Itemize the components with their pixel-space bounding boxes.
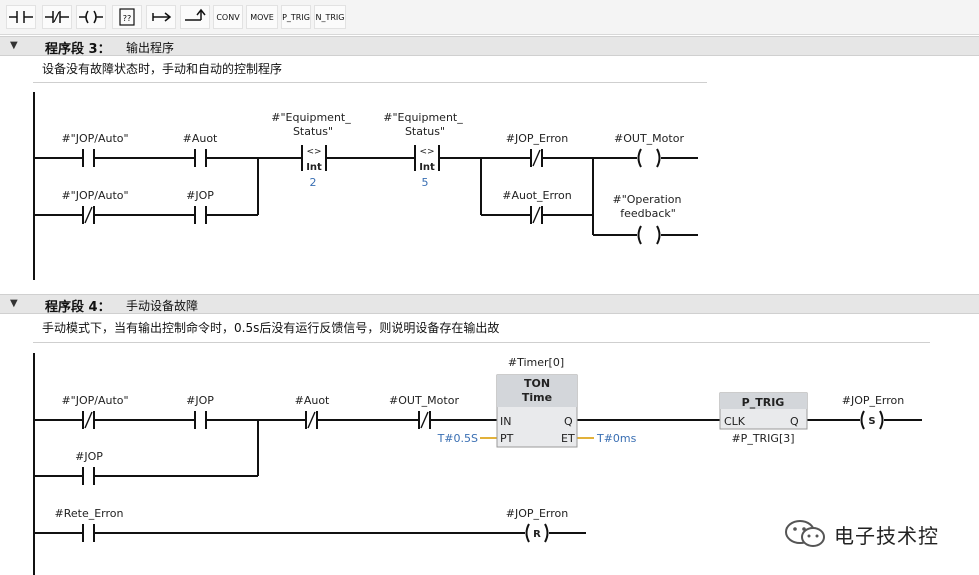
conv-button[interactable]: CONV <box>213 5 243 29</box>
nc-contact-button[interactable] <box>42 5 72 29</box>
network4-header[interactable]: ▼ 程序段 4： 手动设备故障 <box>0 294 979 315</box>
n-trig-label: N_TRIG <box>315 13 345 22</box>
timer-type: TON <box>524 377 550 390</box>
label-equipment-status-1: #"Equipment_ <box>271 111 351 124</box>
move-label: MOVE <box>250 13 274 22</box>
compare-value-2: 5 <box>422 176 429 189</box>
label-equipment-status-2: #"Equipment_ <box>383 111 463 124</box>
close-branch-icon <box>185 8 206 21</box>
coil-out-motor <box>637 148 642 168</box>
pt-value[interactable]: T#0.5S <box>437 432 478 445</box>
n4-label-auot: #Auot <box>295 394 330 407</box>
reset-coil-letter: R <box>533 529 541 540</box>
coil-button[interactable] <box>76 5 106 29</box>
label-out-motor: #OUT_Motor <box>614 132 684 145</box>
p-trig-clk: CLK <box>724 415 746 428</box>
n4-label-rete-erron: #Rete_Erron <box>55 507 124 520</box>
no-contact-button[interactable] <box>6 5 36 29</box>
network3-comment-divider <box>33 82 707 83</box>
pin-pt: PT <box>500 432 514 445</box>
network3-title: 程序段 3： <box>45 42 111 57</box>
svg-text:??: ?? <box>123 14 132 23</box>
network4-ladder: #"JOP/Auto" #JOP #Auot #OUT_Motor #JOP #… <box>33 353 922 575</box>
compare-op-1: <> <box>306 147 321 157</box>
watermark: 电子技术控 <box>782 516 962 550</box>
pin-in: IN <box>500 415 511 428</box>
no-contact-icon <box>9 11 33 23</box>
collapse-triangle-icon[interactable]: ▼ <box>10 298 18 309</box>
set-coil-letter: S <box>868 416 875 427</box>
collapse-triangle-icon[interactable]: ▼ <box>10 40 18 51</box>
timer-subtype: Time <box>522 391 552 404</box>
network3-comment[interactable]: 设备没有故障状态时，手动和自动的控制程序 <box>42 62 283 76</box>
network4-comment[interactable]: 手动模式下，当有输出控制命令时，0.5s后没有运行反馈信号，则说明设备存在输出故 <box>42 321 500 335</box>
watermark-text: 电子技术控 <box>834 524 939 548</box>
open-branch-icon <box>152 12 172 22</box>
empty-box-icon: ?? <box>119 8 135 26</box>
nc-contact-icon <box>45 11 69 23</box>
label-jop-erron: #JOP_Erron <box>506 132 569 145</box>
compare-value-1: 2 <box>310 176 317 189</box>
wechat-logo-icon <box>785 520 825 547</box>
conv-label: CONV <box>216 13 240 22</box>
coil-icon <box>79 10 103 24</box>
p-trig-label: P_TRIG <box>282 13 310 22</box>
label-auot-erron: #Auot_Erron <box>502 189 572 202</box>
set-coil-label: #JOP_Erron <box>842 394 905 407</box>
network3-subtitle: 输出程序 <box>126 41 175 55</box>
coil-operation-feedback <box>637 225 642 245</box>
label-auot: #Auot <box>183 132 218 145</box>
network3-ladder: #"JOP/Auto" #Auot #"JOP/Auto" #JOP #"Equ… <box>33 92 698 280</box>
label-jop: #JOP <box>186 189 214 202</box>
p-trig-instance: #P_TRIG[3] <box>731 432 794 445</box>
n4-label-jop-auto: #"JOP/Auto" <box>61 394 128 407</box>
timer-instance-label: #Timer[0] <box>508 356 564 369</box>
network3-header[interactable]: ▼ 程序段 3： 输出程序 <box>0 36 979 57</box>
network4-title: 程序段 4： <box>45 300 111 315</box>
move-button[interactable]: MOVE <box>246 5 278 29</box>
set-coil <box>860 410 865 430</box>
compare-op-2: <> <box>419 147 434 157</box>
label-operation-feedback-b: feedback" <box>620 207 676 220</box>
n-trig-button[interactable]: N_TRIG <box>314 5 346 29</box>
open-branch-button[interactable] <box>146 5 176 29</box>
p-trig-button[interactable]: P_TRIG <box>281 5 311 29</box>
network4-comment-divider <box>33 342 930 343</box>
p-trig-type: P_TRIG <box>742 396 785 409</box>
empty-box-button[interactable]: ?? <box>112 5 142 29</box>
close-branch-button[interactable] <box>180 5 210 29</box>
reset-coil-label: #JOP_Erron <box>506 507 569 520</box>
n4-label-out-motor: #OUT_Motor <box>389 394 459 407</box>
label-jop-auto: #"JOP/Auto" <box>61 132 128 145</box>
ladder-toolbar: ?? CONV MOVE P_TRIG N_TRIG <box>0 0 979 35</box>
compare-type-2: Int <box>419 162 435 173</box>
n4-label-jop-branch: #JOP <box>75 450 103 463</box>
label-equipment-status-2b: Status" <box>405 125 445 138</box>
network4-subtitle: 手动设备故障 <box>126 299 199 313</box>
label-operation-feedback: #"Operation <box>612 193 681 206</box>
label-equipment-status-1b: Status" <box>293 125 333 138</box>
p-trig-q: Q <box>790 415 799 428</box>
pin-q: Q <box>564 415 573 428</box>
n4-label-jop: #JOP <box>186 394 214 407</box>
et-value: T#0ms <box>596 432 637 445</box>
reset-coil <box>525 523 530 543</box>
pin-et: ET <box>561 432 575 445</box>
label-jop-auto-nc: #"JOP/Auto" <box>61 189 128 202</box>
compare-type-1: Int <box>306 162 322 173</box>
